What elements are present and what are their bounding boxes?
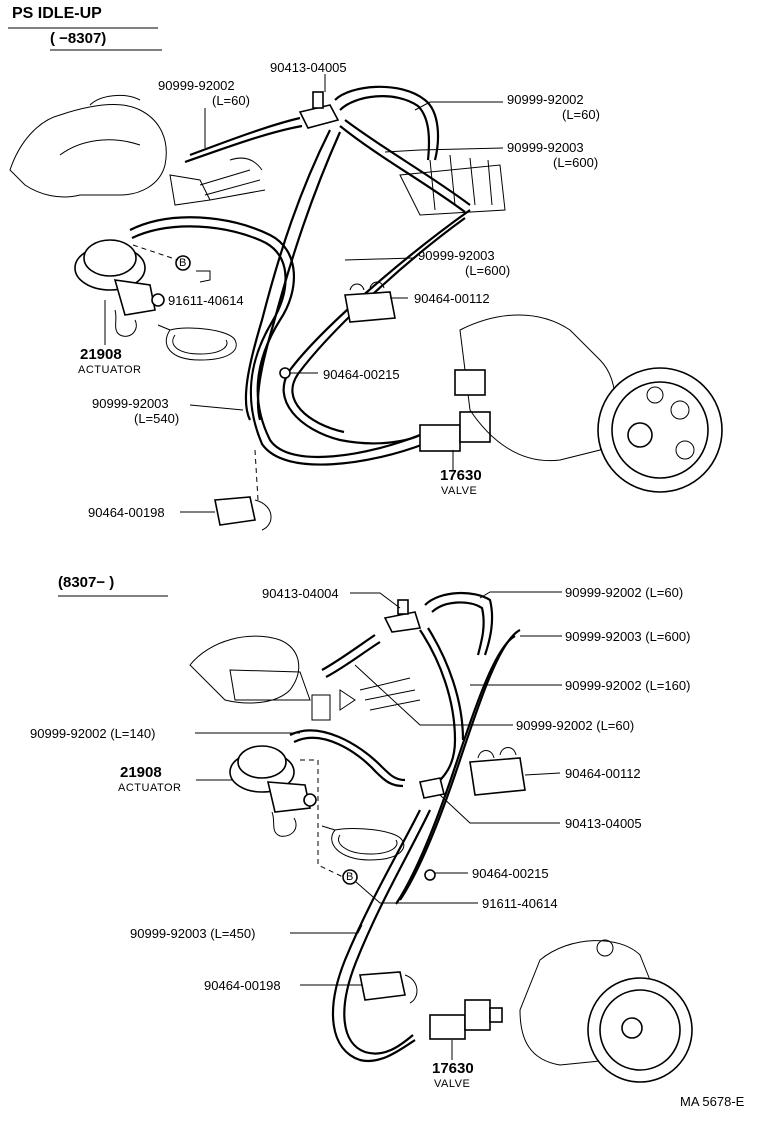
bottom-clip-00215-icon (424, 869, 436, 881)
bottom-clip-00112-icon (469, 747, 526, 796)
bottom-label-90464-00112: 90464-00112 (565, 766, 641, 781)
bottom-actuator-icon (229, 745, 317, 837)
bottom-label-90464-00215: 90464-00215 (472, 866, 549, 881)
top-label-90464-00215: 90464-00215 (323, 367, 400, 382)
bottom-label-90999-92002-140: 90999-92002 (L=140) (30, 726, 156, 741)
bottom-tee-fitting-icon (383, 599, 422, 633)
top-marker-b-circle (175, 255, 191, 271)
bottom-label-17630: 17630 (432, 1060, 474, 1077)
diagram-title: PS IDLE-UP (12, 5, 102, 22)
top-label-90413-04005: 90413-04005 (270, 60, 347, 75)
bottom-label-valve: VALVE (434, 1078, 471, 1090)
bottom-label-actuator: ACTUATOR (118, 782, 182, 794)
top-pump-icon (454, 314, 723, 493)
top-engine-sketch (9, 94, 266, 206)
top-loop-clamp-icon (157, 324, 237, 361)
top-label-90464-00198: 90464-00198 (88, 505, 165, 520)
top-clip-00198-icon (214, 496, 272, 531)
bottom-label-90413-04004: 90413-04004 (262, 586, 339, 601)
bottom-label-90999-92003-600: 90999-92003 (L=600) (565, 629, 691, 644)
bottom-label-90999-92002-60: 90999-92002 (L=60) (565, 585, 684, 600)
top-clip-00215-icon (279, 367, 291, 379)
top-leader-lines (104, 74, 504, 513)
top-label-90999-92003-c: 90999-92003 (92, 396, 169, 411)
top-valve-icon (419, 411, 491, 452)
top-hoses (129, 85, 471, 466)
range-top: ( −8307) (50, 30, 107, 47)
top-label-90999-92002-b: 90999-92002 (507, 92, 584, 107)
top-label-91611-40614: 91611-40614 (168, 293, 244, 308)
top-label-21908: 21908 (80, 346, 122, 363)
top-actuator-icon (74, 239, 165, 337)
bottom-label-91611-40614: 91611-40614 (482, 896, 558, 911)
bottom-leader-lines (195, 591, 562, 1060)
bottom-label-90413-04005: 90413-04005 (565, 816, 642, 831)
top-marker-b: B (179, 257, 187, 269)
top-label-90464-00112: 90464-00112 (414, 291, 490, 306)
bottom-tee-00405-icon (419, 777, 445, 799)
bottom-label-21908: 21908 (120, 764, 162, 781)
bottom-pump-icon (519, 939, 693, 1083)
bottom-hoses (289, 591, 521, 1063)
top-label-17630: 17630 (440, 467, 482, 484)
top-label-90999-92003-b-len: (L=600) (465, 263, 511, 278)
top-label-90999-92003-b: 90999-92003 (418, 248, 495, 263)
top-marker-b-dashline (132, 244, 179, 261)
top-label-90999-92002-b-len: (L=60) (562, 107, 600, 122)
bottom-marker-b-dashline (300, 759, 344, 878)
top-label-90999-92002-a: 90999-92002 (158, 78, 235, 93)
top-tee-fitting-icon (298, 91, 340, 129)
bottom-valve-icon (429, 999, 503, 1040)
bottom-marker-b-circle (342, 869, 358, 885)
top-label-90999-92003-a: 90999-92003 (507, 140, 584, 155)
bottom-label-90464-00198: 90464-00198 (204, 978, 281, 993)
bottom-marker-b: B (346, 871, 354, 883)
bottom-label-90999-92003-450: 90999-92003 (L=450) (130, 926, 256, 941)
top-clip-00112-icon (344, 281, 396, 323)
range-bottom: (8307− ) (58, 574, 115, 591)
top-label-90999-92002-a-len: (L=60) (212, 93, 250, 108)
bottom-loop-clamp-icon (321, 825, 405, 861)
top-clip-dashline (254, 449, 259, 501)
bottom-engine-sketch (189, 635, 421, 721)
bottom-clip-00198-icon (359, 971, 418, 1004)
bottom-label-90999-92002-60b: 90999-92002 (L=60) (516, 718, 635, 733)
top-manifold-sketch (399, 154, 506, 216)
bottom-label-90999-92002-160: 90999-92002 (L=160) (565, 678, 691, 693)
top-label-actuator: ACTUATOR (78, 364, 142, 376)
figure-code: MA 5678-E (680, 1094, 745, 1109)
top-label-90999-92003-a-len: (L=600) (553, 155, 599, 170)
top-label-valve: VALVE (441, 485, 478, 497)
top-label-90999-92003-c-len: (L=540) (134, 411, 180, 426)
